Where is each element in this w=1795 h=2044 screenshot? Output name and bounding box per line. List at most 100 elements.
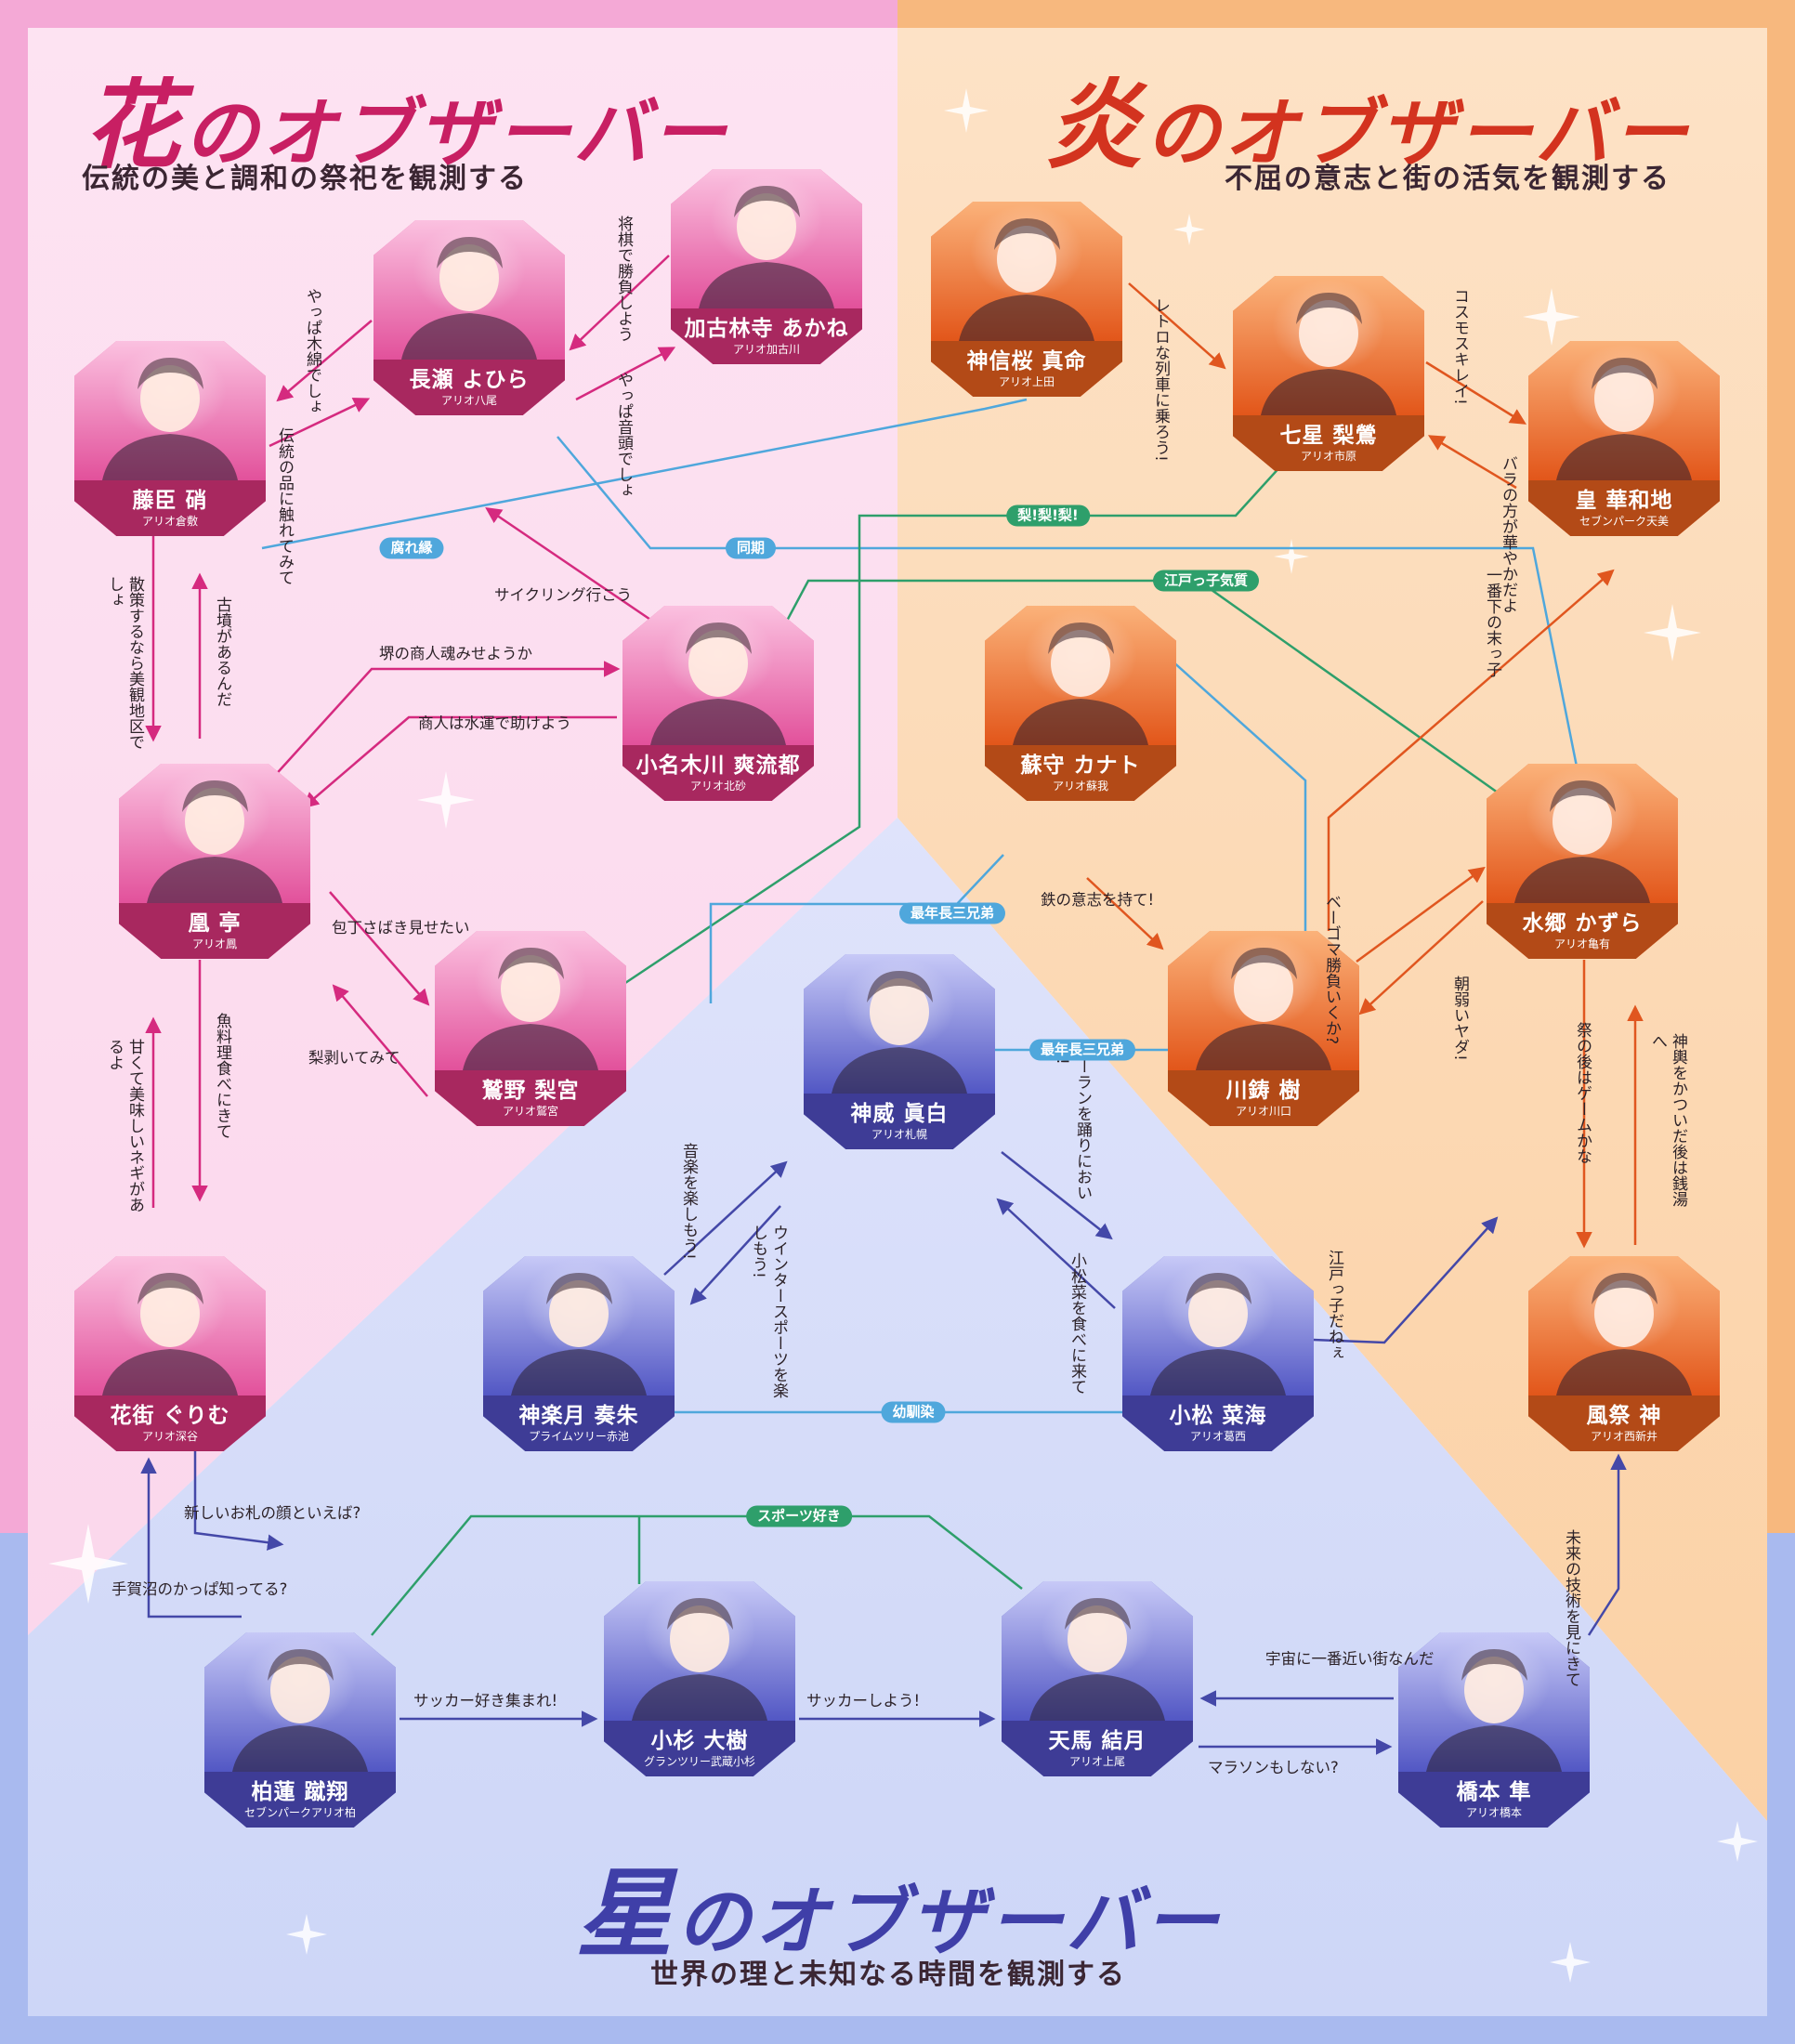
- character-portrait: [604, 1581, 795, 1721]
- flame-section-title: 炎のオブザーバー: [1045, 46, 1691, 187]
- message-arrow-2: [569, 255, 670, 351]
- relation-line-4-0: [1170, 659, 1307, 938]
- star-title-char: 星: [576, 1856, 677, 1971]
- message-label: サッカー好き集まれ!: [413, 1692, 558, 1710]
- relation-label: 梨!梨!梨!: [1006, 504, 1090, 527]
- character-card-kazamatsuri: 風祭 神アリオ西新井: [1528, 1256, 1720, 1451]
- flower-title-rest: のオブザーバー: [184, 89, 730, 177]
- relation-line-6-0: [371, 1514, 1023, 1636]
- portrait-silhouette: [1556, 358, 1692, 480]
- message-label: 商人は水運で助けよう: [418, 714, 571, 732]
- character-card-sumera: 皇 華和地セブンパーク天美: [1528, 341, 1720, 536]
- portrait-silhouette: [1150, 1273, 1286, 1395]
- portrait-silhouette: [1261, 293, 1396, 415]
- message-label: サイクリング行こう: [494, 586, 633, 604]
- message-label: 未来の技術を見にきて: [1562, 1529, 1580, 1687]
- message-label: 一番下の末っ子: [1483, 567, 1501, 677]
- message-arrow-14: [1425, 360, 1526, 425]
- relation-label: 腐れ縁: [379, 537, 444, 559]
- character-store: アリオ橋本: [1465, 1806, 1522, 1819]
- nameplate: 柏蓮 蹴翔セブンパークアリオ柏: [204, 1772, 396, 1828]
- portrait-silhouette: [102, 1273, 238, 1395]
- message-arrow-28: [140, 1457, 242, 1618]
- message-label: マラソンもしない?: [1208, 1759, 1339, 1776]
- nameplate: 水郷 かずらアリオ亀有: [1487, 903, 1678, 959]
- character-store: プライムツリー赤池: [529, 1430, 629, 1443]
- star-section-title: 星のオブザーバー: [576, 1835, 1222, 1975]
- message-label: 将棋で勝負しよう: [614, 216, 633, 342]
- message-label: ウインタースポーツを楽しもう!: [749, 1225, 788, 1398]
- character-portrait: [1168, 931, 1359, 1070]
- message-label: 鉄の意志を持て!: [1041, 891, 1155, 909]
- character-card-fujiomi: 藤臣 硝アリオ倉敷: [74, 341, 266, 536]
- character-name: 風祭 神: [1586, 1403, 1662, 1428]
- character-store: グランツリー武蔵小杉: [643, 1755, 755, 1768]
- character-name: 鷲野 梨宮: [481, 1078, 580, 1103]
- character-card-kosugi: 小杉 大樹グランツリー武蔵小杉: [604, 1581, 795, 1776]
- star-title-rest: のオブザーバー: [676, 1878, 1223, 1965]
- character-store: アリオ上田: [998, 375, 1055, 388]
- message-arrow-19: [1358, 900, 1484, 1015]
- character-card-nagase: 長瀬 よひらアリオ八尾: [373, 220, 565, 415]
- message-label: ソーランを踊りにおいで!: [1053, 1042, 1092, 1200]
- flower-section-title: 花のオブザーバー: [84, 46, 729, 187]
- message-arrow-8: [302, 715, 617, 809]
- character-store: アリオ深谷: [141, 1430, 198, 1443]
- character-name: 蘇守 カナト: [1020, 753, 1141, 778]
- relation-line-1-0: [557, 436, 1581, 781]
- portrait-silhouette: [632, 1598, 767, 1721]
- portrait-silhouette: [463, 948, 598, 1070]
- portrait-silhouette: [1556, 1273, 1692, 1395]
- message-arrow-27: [193, 1449, 284, 1551]
- character-card-kawai: 川鋳 樹アリオ川口: [1168, 931, 1359, 1126]
- nameplate: 川鋳 樹アリオ川口: [1168, 1070, 1359, 1126]
- nameplate: 長瀬 よひらアリオ八尾: [373, 360, 565, 415]
- portrait-silhouette: [1029, 1598, 1165, 1721]
- character-name: 藤臣 硝: [132, 488, 208, 513]
- message-arrow-24: [1001, 1151, 1113, 1240]
- message-label: 神輿をかついだ後は銭湯へ: [1648, 1033, 1687, 1207]
- flower-title-char: 花: [84, 68, 185, 182]
- message-label: やっぱ音頭でしょ: [614, 372, 633, 498]
- character-store: アリオ川口: [1235, 1105, 1291, 1118]
- portrait-silhouette: [1196, 948, 1331, 1070]
- message-arrow-0: [276, 320, 373, 402]
- message-label: サッカーしよう!: [806, 1692, 921, 1710]
- character-portrait: [985, 606, 1176, 745]
- character-store: アリオ鷲宮: [502, 1105, 558, 1118]
- character-portrait: [1528, 341, 1720, 480]
- relation-label: 幼馴染: [881, 1401, 946, 1423]
- character-name: 天馬 結月: [1048, 1728, 1146, 1753]
- relation-line-4-1: [709, 854, 1004, 1003]
- nameplate: 橋本 隼アリオ橋本: [1398, 1772, 1590, 1828]
- relation-line-2-0: [622, 464, 1283, 987]
- character-store: アリオ蘇我: [1052, 780, 1108, 793]
- portrait-silhouette: [699, 186, 834, 308]
- character-card-kamui: 神威 眞白アリオ札幌: [804, 954, 995, 1149]
- message-label: 江戸っ子だねぇ: [1325, 1250, 1343, 1360]
- character-portrait: [74, 1256, 266, 1395]
- message-label: 甘くて美味しいネギがあるよ: [105, 1039, 144, 1212]
- message-arrow-18: [1356, 866, 1486, 963]
- flame-section-subtitle: 不屈の意志と街の活気を観測する: [1225, 163, 1671, 195]
- message-arrow-6: [485, 507, 662, 629]
- message-arrow-17: [1086, 877, 1164, 950]
- character-name: 神楽月 奏朱: [518, 1403, 639, 1428]
- message-arrow-25: [996, 1198, 1116, 1309]
- portrait-silhouette: [1013, 622, 1148, 745]
- character-card-otori: 凰 亭アリオ鳳: [119, 764, 310, 959]
- message-arrow-7: [261, 661, 621, 791]
- character-name: 水郷 かずら: [1522, 911, 1643, 936]
- nameplate: 小名木川 爽流都アリオ北砂: [622, 745, 814, 801]
- nameplate: 風祭 神アリオ西新井: [1528, 1395, 1720, 1451]
- character-store: アリオ葛西: [1189, 1430, 1246, 1443]
- character-store: アリオ加古川: [732, 343, 800, 356]
- relation-label: 江戸っ子気質: [1152, 570, 1260, 592]
- portrait-silhouette: [832, 971, 967, 1094]
- character-name: 加古林寺 あかね: [684, 316, 849, 341]
- character-name: 皇 華和地: [1575, 488, 1673, 513]
- character-name: 神威 眞白: [850, 1101, 949, 1126]
- relation-label: 最年長三兄弟: [898, 902, 1006, 924]
- character-name: 花街 ぐりむ: [110, 1403, 230, 1428]
